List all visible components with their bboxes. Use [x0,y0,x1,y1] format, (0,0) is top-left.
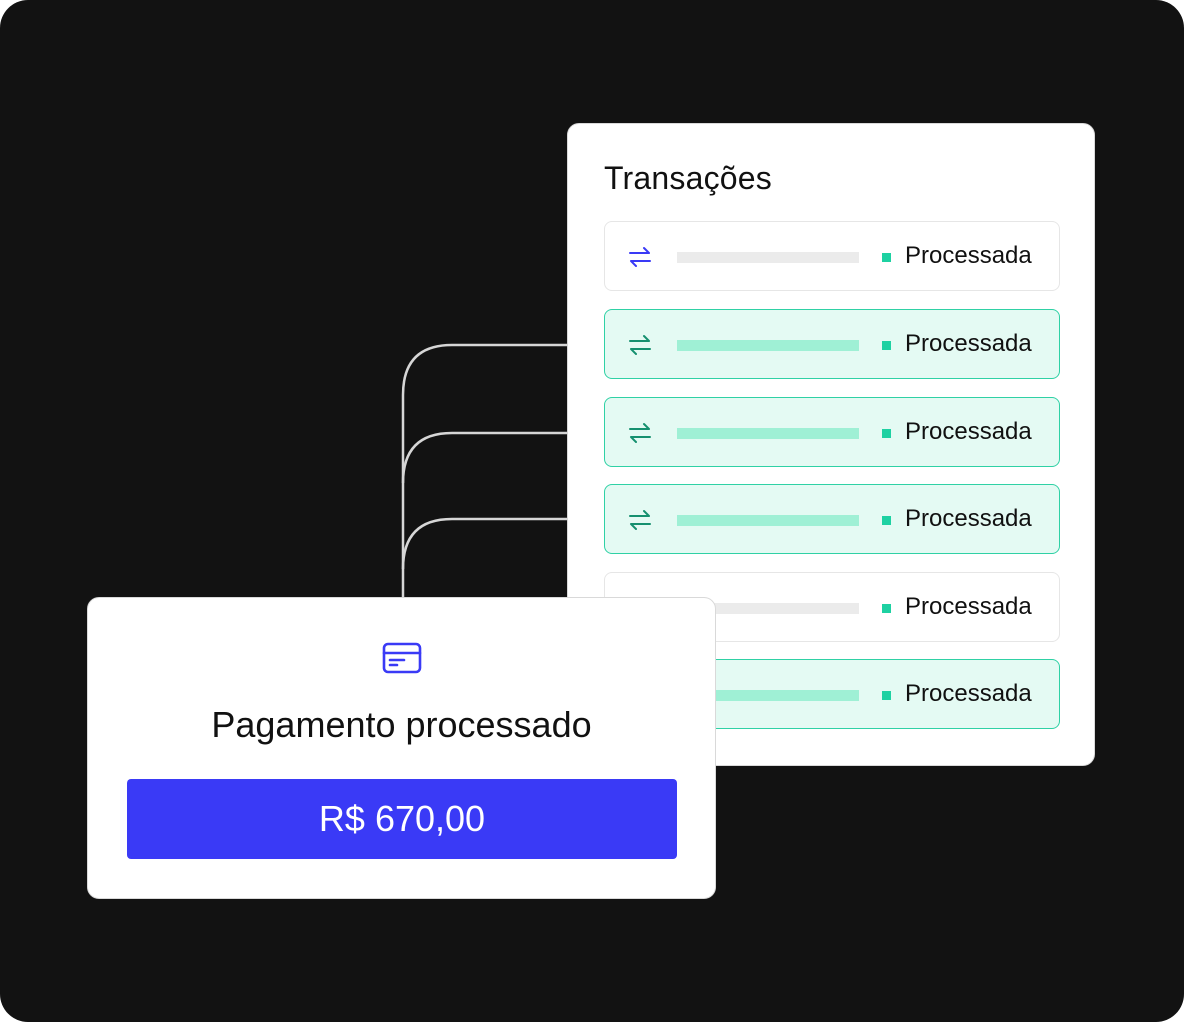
payment-title: Pagamento processado [211,704,592,745]
swap-arrows-icon [627,421,653,445]
transaction-row[interactable]: Processada [604,484,1060,554]
status-indicator [882,604,891,613]
transaction-placeholder-bar [677,428,859,439]
transaction-status: Processada [905,505,1032,532]
status-indicator [882,516,891,525]
transaction-status: Processada [905,418,1032,445]
swap-arrows-icon [627,245,653,269]
transaction-placeholder-bar [677,690,859,701]
payment-card: Pagamento processado R$ 670,00 [87,597,716,899]
transaction-placeholder-bar [677,603,859,614]
transactions-title: Transações [604,160,772,196]
swap-arrows-icon [627,508,653,532]
transaction-status: Processada [905,680,1032,707]
transaction-status: Processada [905,593,1032,620]
transactions-panel: Transações Processada Processada [567,123,1095,766]
transaction-placeholder-bar [677,252,859,263]
credit-card-icon [382,642,422,676]
status-indicator [882,691,891,700]
status-indicator [882,253,891,262]
transaction-status: Processada [905,242,1032,269]
transaction-row[interactable]: Processada [604,397,1060,467]
transaction-status: Processada [905,330,1032,357]
status-indicator [882,341,891,350]
transaction-row[interactable]: Processada [604,221,1060,291]
connector-line [401,343,603,610]
swap-arrows-icon [627,333,653,357]
connector-line [401,431,603,484]
transaction-row[interactable]: Processada [604,309,1060,379]
payment-amount-button[interactable]: R$ 670,00 [127,779,677,859]
transaction-placeholder-bar [677,515,859,526]
connector-line [401,517,603,570]
transaction-placeholder-bar [677,340,859,351]
status-indicator [882,429,891,438]
